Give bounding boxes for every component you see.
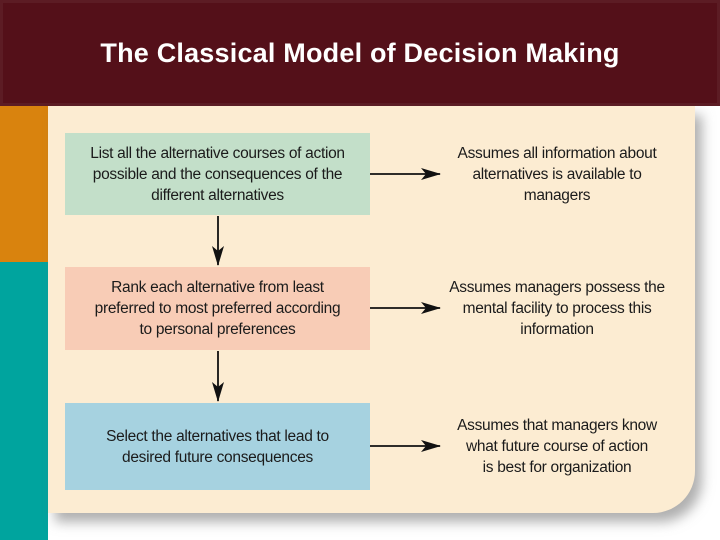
flow-step-2-label: Rank each alternative from least preferr… bbox=[94, 279, 341, 338]
flow-step-3-label: Select the alternatives that lead to des… bbox=[106, 427, 329, 466]
flow-step-1-label: List all the alternative courses of acti… bbox=[90, 144, 345, 204]
diagram-area: List all the alternative courses of acti… bbox=[48, 106, 695, 513]
slide-title: The Classical Model of Decision Making bbox=[100, 37, 620, 68]
assumption-1: Assumes all information about alternativ… bbox=[457, 145, 657, 204]
assumption-3: Assumes that managers know what future c… bbox=[457, 417, 657, 476]
sidebar-orange-block bbox=[0, 106, 48, 262]
flow-step-2: Rank each alternative from least preferr… bbox=[65, 267, 370, 350]
flow-step-3: Select the alternatives that lead to des… bbox=[65, 403, 370, 490]
sidebar-teal-block bbox=[0, 262, 48, 540]
slide-header: The Classical Model of Decision Making bbox=[0, 0, 720, 106]
flow-step-1: List all the alternative courses of acti… bbox=[65, 133, 370, 215]
assumption-2: Assumes managers possess the mental faci… bbox=[449, 279, 665, 338]
